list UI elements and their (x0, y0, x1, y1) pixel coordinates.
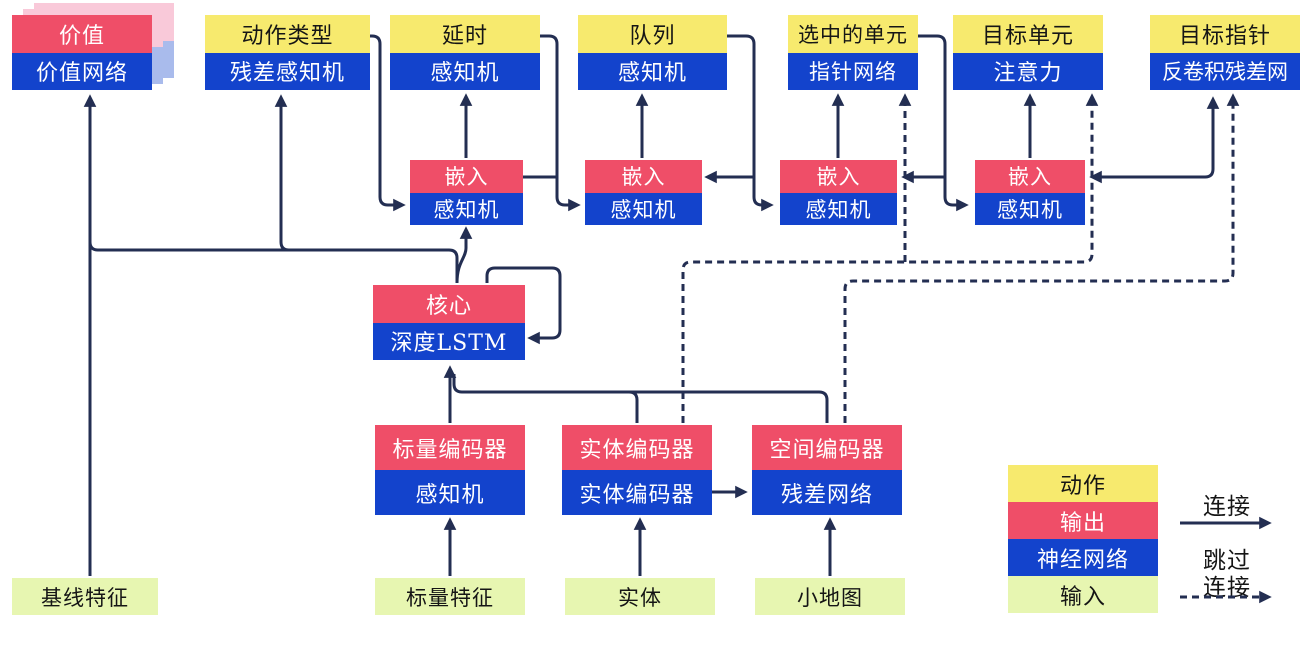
skip-entity-encoder-to-target-unit (681, 93, 1099, 423)
encoder-spatial: 空间编码器 残差网络 (752, 425, 902, 515)
embedding-3-network-label: 感知机 (780, 192, 897, 225)
legend-dashed-arrow-label-line1: 跳过 (1203, 548, 1251, 574)
head-selected-units-network-label: 指针网络 (788, 52, 918, 90)
legend-solid-arrow-label: 连接 (1203, 494, 1251, 520)
head-queue-network-label: 感知机 (578, 52, 727, 90)
edge-queue-to-embedding-3 (727, 34, 774, 212)
input-scalar-features: 标量特征 (375, 578, 525, 615)
encoder-entity: 实体编码器 实体编码器 (562, 425, 712, 515)
head-value-output-label: 价值 (12, 15, 152, 53)
edge-entity-encoder-to-core (628, 390, 639, 423)
head-target-unit-action-label: 目标单元 (953, 15, 1103, 53)
edge-core-to-embedding-1 (455, 226, 473, 284)
head-value: 价值 价值网络 (12, 15, 152, 90)
input-baseline-features: 基线特征 (12, 578, 158, 615)
head-target-unit: 目标单元 注意力 (953, 15, 1103, 90)
input-entities: 实体 (565, 578, 715, 615)
encoder-scalar-network-label: 感知机 (375, 470, 525, 515)
embedding-1-network-label: 感知机 (410, 192, 523, 225)
edge-embedding-4-to-target-point (1089, 96, 1220, 184)
embedding-2-network-label: 感知机 (585, 192, 702, 225)
embedding-1: 嵌入 感知机 (410, 160, 523, 225)
edge-core-left-branch (88, 241, 459, 283)
edge-spatial-encoder-to-core (452, 374, 829, 423)
head-delay-network-label: 感知机 (390, 52, 540, 90)
encoder-spatial-label: 空间编码器 (752, 425, 902, 470)
head-selected-units-action-label: 选中的单元 (788, 15, 918, 53)
core: 核心 深度LSTM (373, 285, 525, 360)
encoder-entity-label: 实体编码器 (562, 425, 712, 470)
head-delay-action-label: 延时 (390, 15, 540, 53)
embedding-4-label: 嵌入 (975, 160, 1085, 193)
embedding-4: 嵌入 感知机 (975, 160, 1085, 225)
core-network-label: 深度LSTM (373, 322, 525, 360)
head-target-unit-network-label: 注意力 (953, 52, 1103, 90)
core-label: 核心 (373, 285, 525, 323)
skip-spatial-encoder-to-target-point (843, 93, 1240, 423)
head-action-type: 动作类型 残差感知机 (205, 15, 370, 90)
head-target-point-action-label: 目标指针 (1150, 15, 1300, 53)
head-target-point-network-label: 反卷积残差网 (1150, 52, 1300, 90)
edge-action-type-to-embedding-1 (370, 34, 406, 212)
embedding-1-label: 嵌入 (410, 160, 523, 193)
head-action-type-network-label: 残差感知机 (205, 52, 370, 90)
legend-network-swatch: 神经网络 (1008, 539, 1158, 576)
legend-input-swatch: 输入 (1008, 576, 1158, 613)
embedding-3-label: 嵌入 (780, 160, 897, 193)
head-selected-units: 选中的单元 指针网络 (788, 15, 918, 90)
edge-selected-units-to-embedding-4 (918, 34, 969, 212)
head-delay: 延时 感知机 (390, 15, 540, 90)
embedding-2-label: 嵌入 (585, 160, 702, 193)
head-value-network-label: 价值网络 (12, 52, 152, 90)
head-action-type-action-label: 动作类型 (205, 15, 370, 53)
encoder-spatial-network-label: 残差网络 (752, 470, 902, 515)
input-minimap: 小地图 (755, 578, 905, 615)
edge-core-self-loop (485, 266, 562, 345)
embedding-4-network-label: 感知机 (975, 192, 1085, 225)
encoder-scalar-label: 标量编码器 (375, 425, 525, 470)
head-queue: 队列 感知机 (578, 15, 727, 90)
legend-output-swatch: 输出 (1008, 502, 1158, 539)
head-target-point: 目标指针 反卷积残差网 (1150, 15, 1300, 90)
encoder-scalar: 标量编码器 感知机 (375, 425, 525, 515)
head-queue-action-label: 队列 (578, 15, 727, 53)
edge-delay-to-embedding-2 (540, 34, 581, 212)
encoder-entity-network-label: 实体编码器 (562, 470, 712, 515)
embedding-2: 嵌入 感知机 (585, 160, 702, 225)
edge-core-to-action-type (274, 94, 290, 252)
legend-action-swatch: 动作 (1008, 465, 1158, 502)
embedding-3: 嵌入 感知机 (780, 160, 897, 225)
